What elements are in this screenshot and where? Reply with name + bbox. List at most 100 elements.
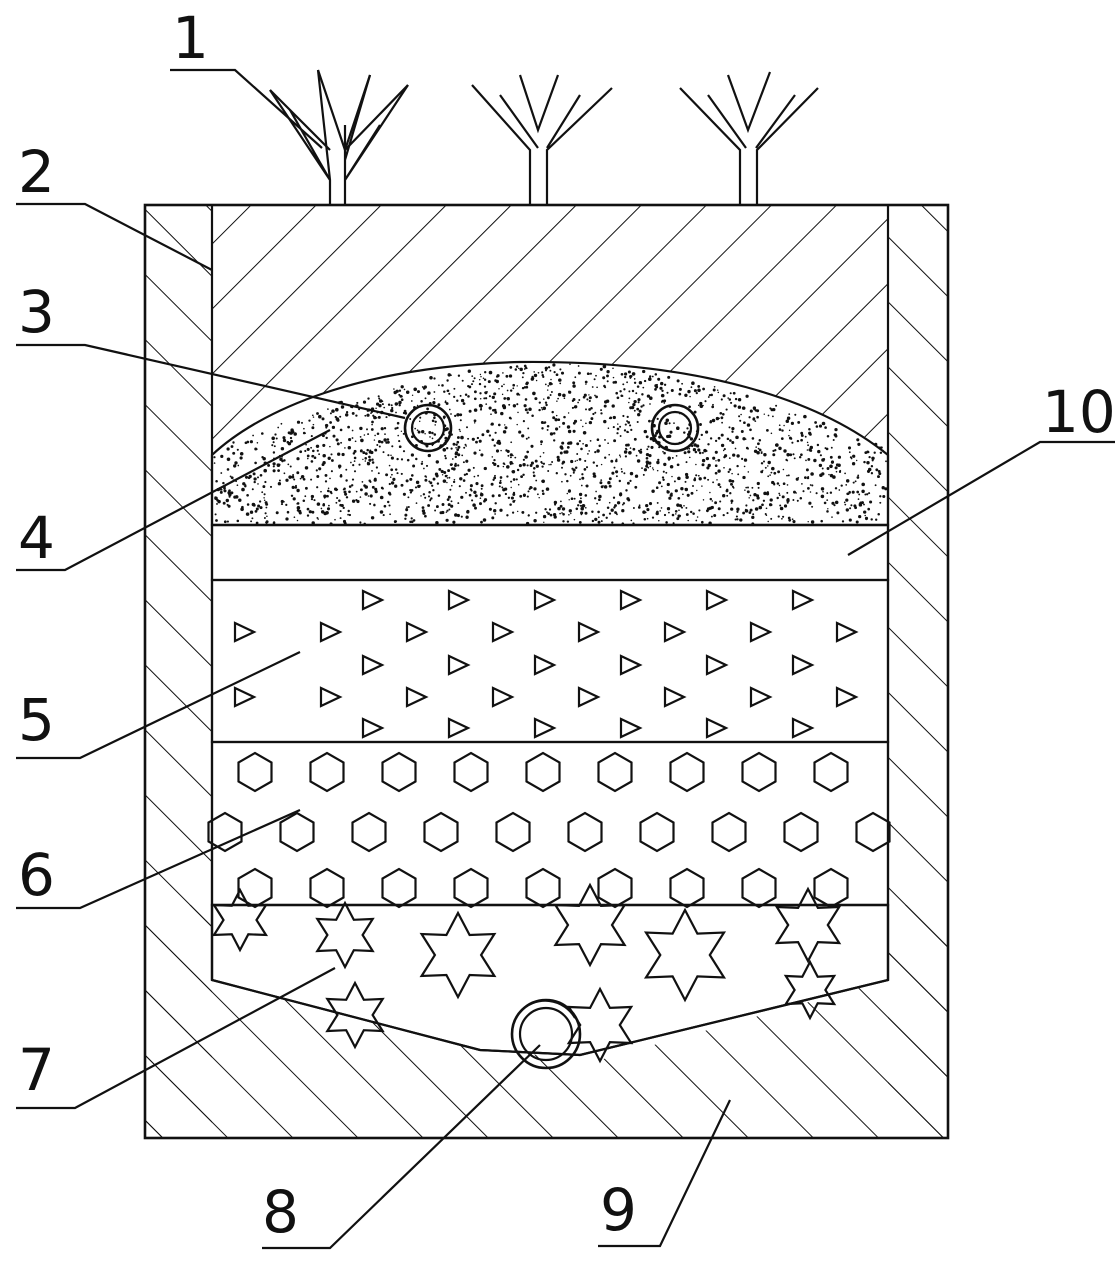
sand-grain [327, 487, 330, 490]
sand-grain [621, 470, 623, 473]
sand-grain [482, 377, 485, 380]
sand-grain [747, 471, 750, 473]
sand-grain [462, 479, 466, 482]
sand-grain [464, 393, 468, 397]
sand-grain [546, 389, 549, 391]
sand-grain [642, 404, 645, 407]
sand-grain [611, 404, 615, 408]
sand-grain [252, 434, 255, 437]
sand-grain [391, 473, 393, 476]
sand-grain [353, 456, 357, 460]
sand-grain [596, 502, 598, 505]
sand-grain [312, 416, 315, 418]
sand-grain [683, 431, 686, 434]
svg-text:1: 1 [172, 4, 209, 72]
sand-grain [561, 512, 563, 514]
sand-grain [758, 438, 762, 442]
sand-grain [499, 476, 503, 479]
sand-grain [689, 395, 691, 398]
sand-grain [351, 437, 354, 439]
sand-grain [723, 466, 725, 469]
sand-grain [400, 483, 404, 487]
gravel-hexagon [741, 867, 777, 909]
sand-grain [765, 507, 768, 510]
sand-grain [459, 413, 463, 417]
sand-grain [777, 470, 781, 474]
sand-grain [638, 504, 641, 507]
sand-grain [526, 450, 530, 454]
sand-grain [433, 416, 436, 420]
sand-grain [456, 440, 460, 444]
sand-grain [545, 487, 550, 491]
sand-grain [767, 475, 770, 478]
sand-grain [703, 476, 707, 480]
sand-grain [240, 507, 244, 512]
sand-grain [825, 447, 829, 451]
sand-grain [347, 509, 350, 513]
sand-grain [337, 464, 342, 468]
sand-grain [757, 486, 760, 489]
sand-grain [310, 435, 313, 438]
sand-grain [651, 489, 655, 493]
sand-grain [445, 518, 449, 522]
sand-grain [336, 418, 340, 422]
sand-grain [712, 481, 715, 484]
sand-grain [875, 468, 879, 472]
sand-grain [781, 429, 784, 432]
sand-grain [676, 517, 680, 521]
sand-grain [612, 496, 616, 499]
sand-grain [473, 390, 477, 394]
sand-grain [612, 426, 615, 429]
sand-grain [347, 425, 350, 429]
sand-grain [436, 482, 440, 485]
gravel-triangle [533, 717, 557, 739]
sand-grain [616, 396, 620, 400]
sand-grain [425, 464, 429, 467]
sand-grain [595, 464, 599, 467]
sand-grain [870, 472, 874, 475]
sand-grain [753, 493, 757, 497]
sand-grain [767, 465, 769, 467]
sand-grain [660, 485, 663, 488]
sand-grain [746, 490, 750, 494]
sand-grain [277, 469, 280, 472]
sand-grain [727, 470, 730, 474]
sand-grain [492, 461, 495, 465]
sand-grain [878, 472, 882, 476]
sand-grain [393, 390, 397, 395]
sand-grain [516, 392, 520, 396]
sand-grain [654, 373, 658, 376]
gravel-triangle [447, 589, 471, 611]
sand-grain [569, 474, 572, 477]
sand-grain [560, 371, 565, 375]
sand-grain [549, 369, 552, 372]
sand-grain [417, 430, 421, 434]
sand-grain [743, 421, 746, 425]
gravel-triangle [705, 589, 729, 611]
sand-grain [620, 394, 623, 398]
sand-grain [533, 487, 537, 491]
sand-grain [631, 389, 635, 393]
sand-grain [558, 378, 562, 382]
sand-grain [527, 514, 530, 517]
sand-grain [420, 462, 424, 466]
sand-grain [734, 397, 738, 401]
sand-grain [400, 472, 403, 475]
sand-grain [874, 484, 877, 487]
sand-grain [697, 474, 700, 477]
sand-grain [512, 387, 515, 390]
sand-grain [561, 507, 566, 511]
sand-grain [810, 472, 814, 476]
sand-grain [251, 517, 254, 520]
sand-grain [577, 365, 580, 367]
sand-grain [624, 375, 627, 379]
sand-grain [500, 449, 502, 452]
gravel-triangle [405, 621, 429, 643]
sand-grain [667, 456, 671, 461]
soil-layer [212, 205, 888, 455]
sand-grain [272, 451, 276, 454]
sand-grain [451, 484, 453, 487]
sand-grain [322, 443, 326, 447]
sand-grain [624, 447, 628, 450]
sand-grain [783, 504, 788, 508]
